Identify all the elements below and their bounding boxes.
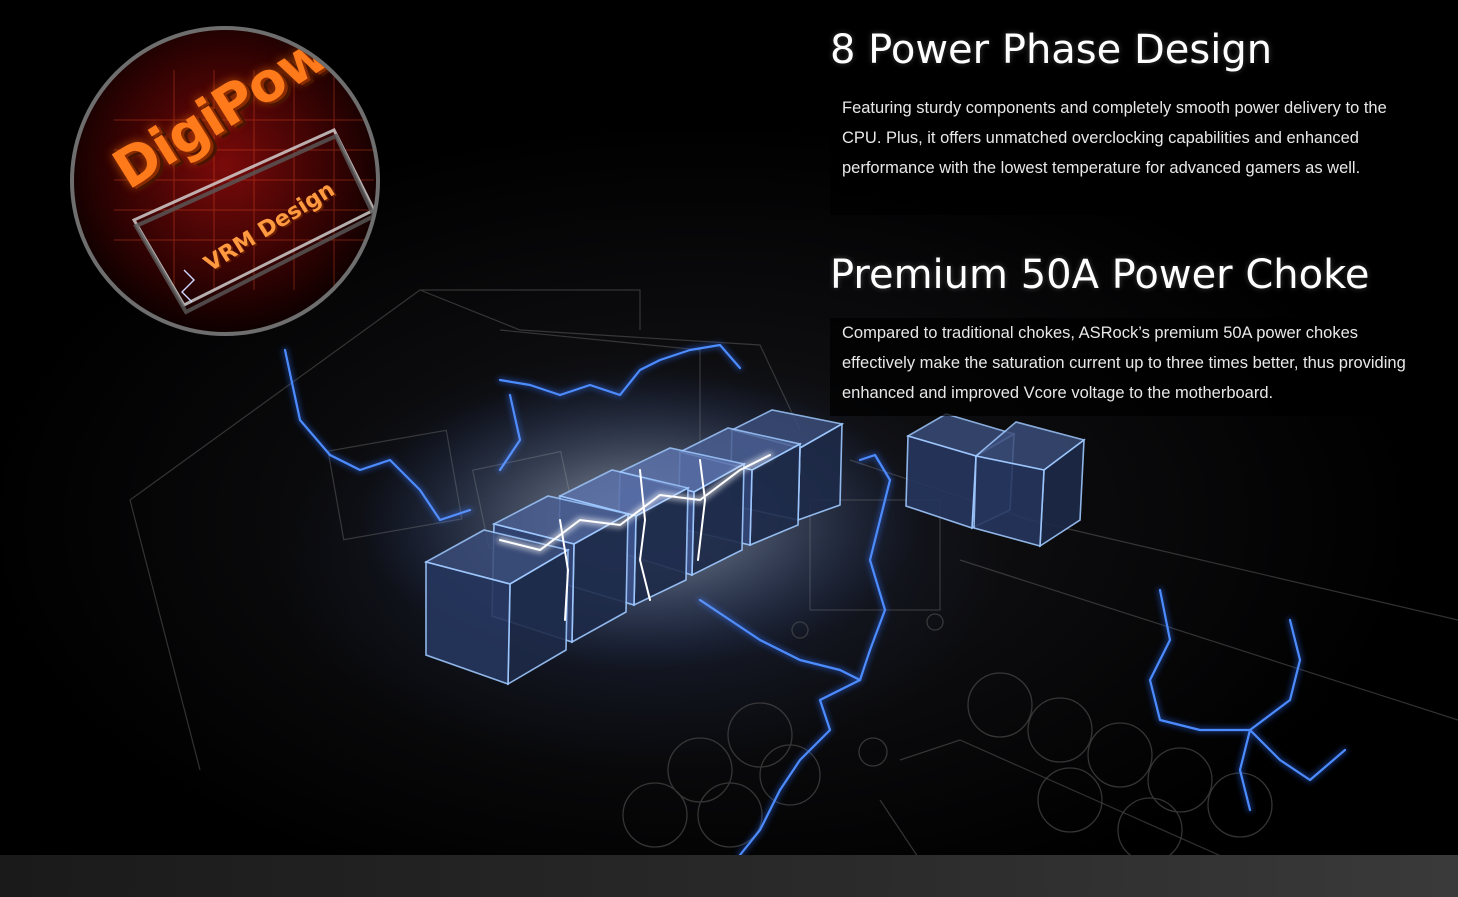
- choke-sparks: [497, 452, 773, 621]
- section-body-power-choke: Compared to traditional chokes, ASRock’s…: [842, 324, 1406, 402]
- bottom-strip: [0, 855, 1458, 897]
- badge-grid: [114, 70, 376, 315]
- choke: [973, 421, 1086, 548]
- text-panel-background: [830, 90, 1426, 215]
- section-body-power-phase: Featuring sturdy components and complete…: [842, 99, 1387, 177]
- section-heading-power-phase: 8 Power Phase Design: [830, 27, 1273, 73]
- capacitor-pads: [622, 613, 1273, 863]
- digipower-badge: DigiPower VRM Design: [70, 26, 380, 336]
- choke: [423, 529, 571, 686]
- text-panel-background: [830, 318, 1426, 416]
- section-heading-power-choke: Premium 50A Power Choke: [830, 252, 1370, 298]
